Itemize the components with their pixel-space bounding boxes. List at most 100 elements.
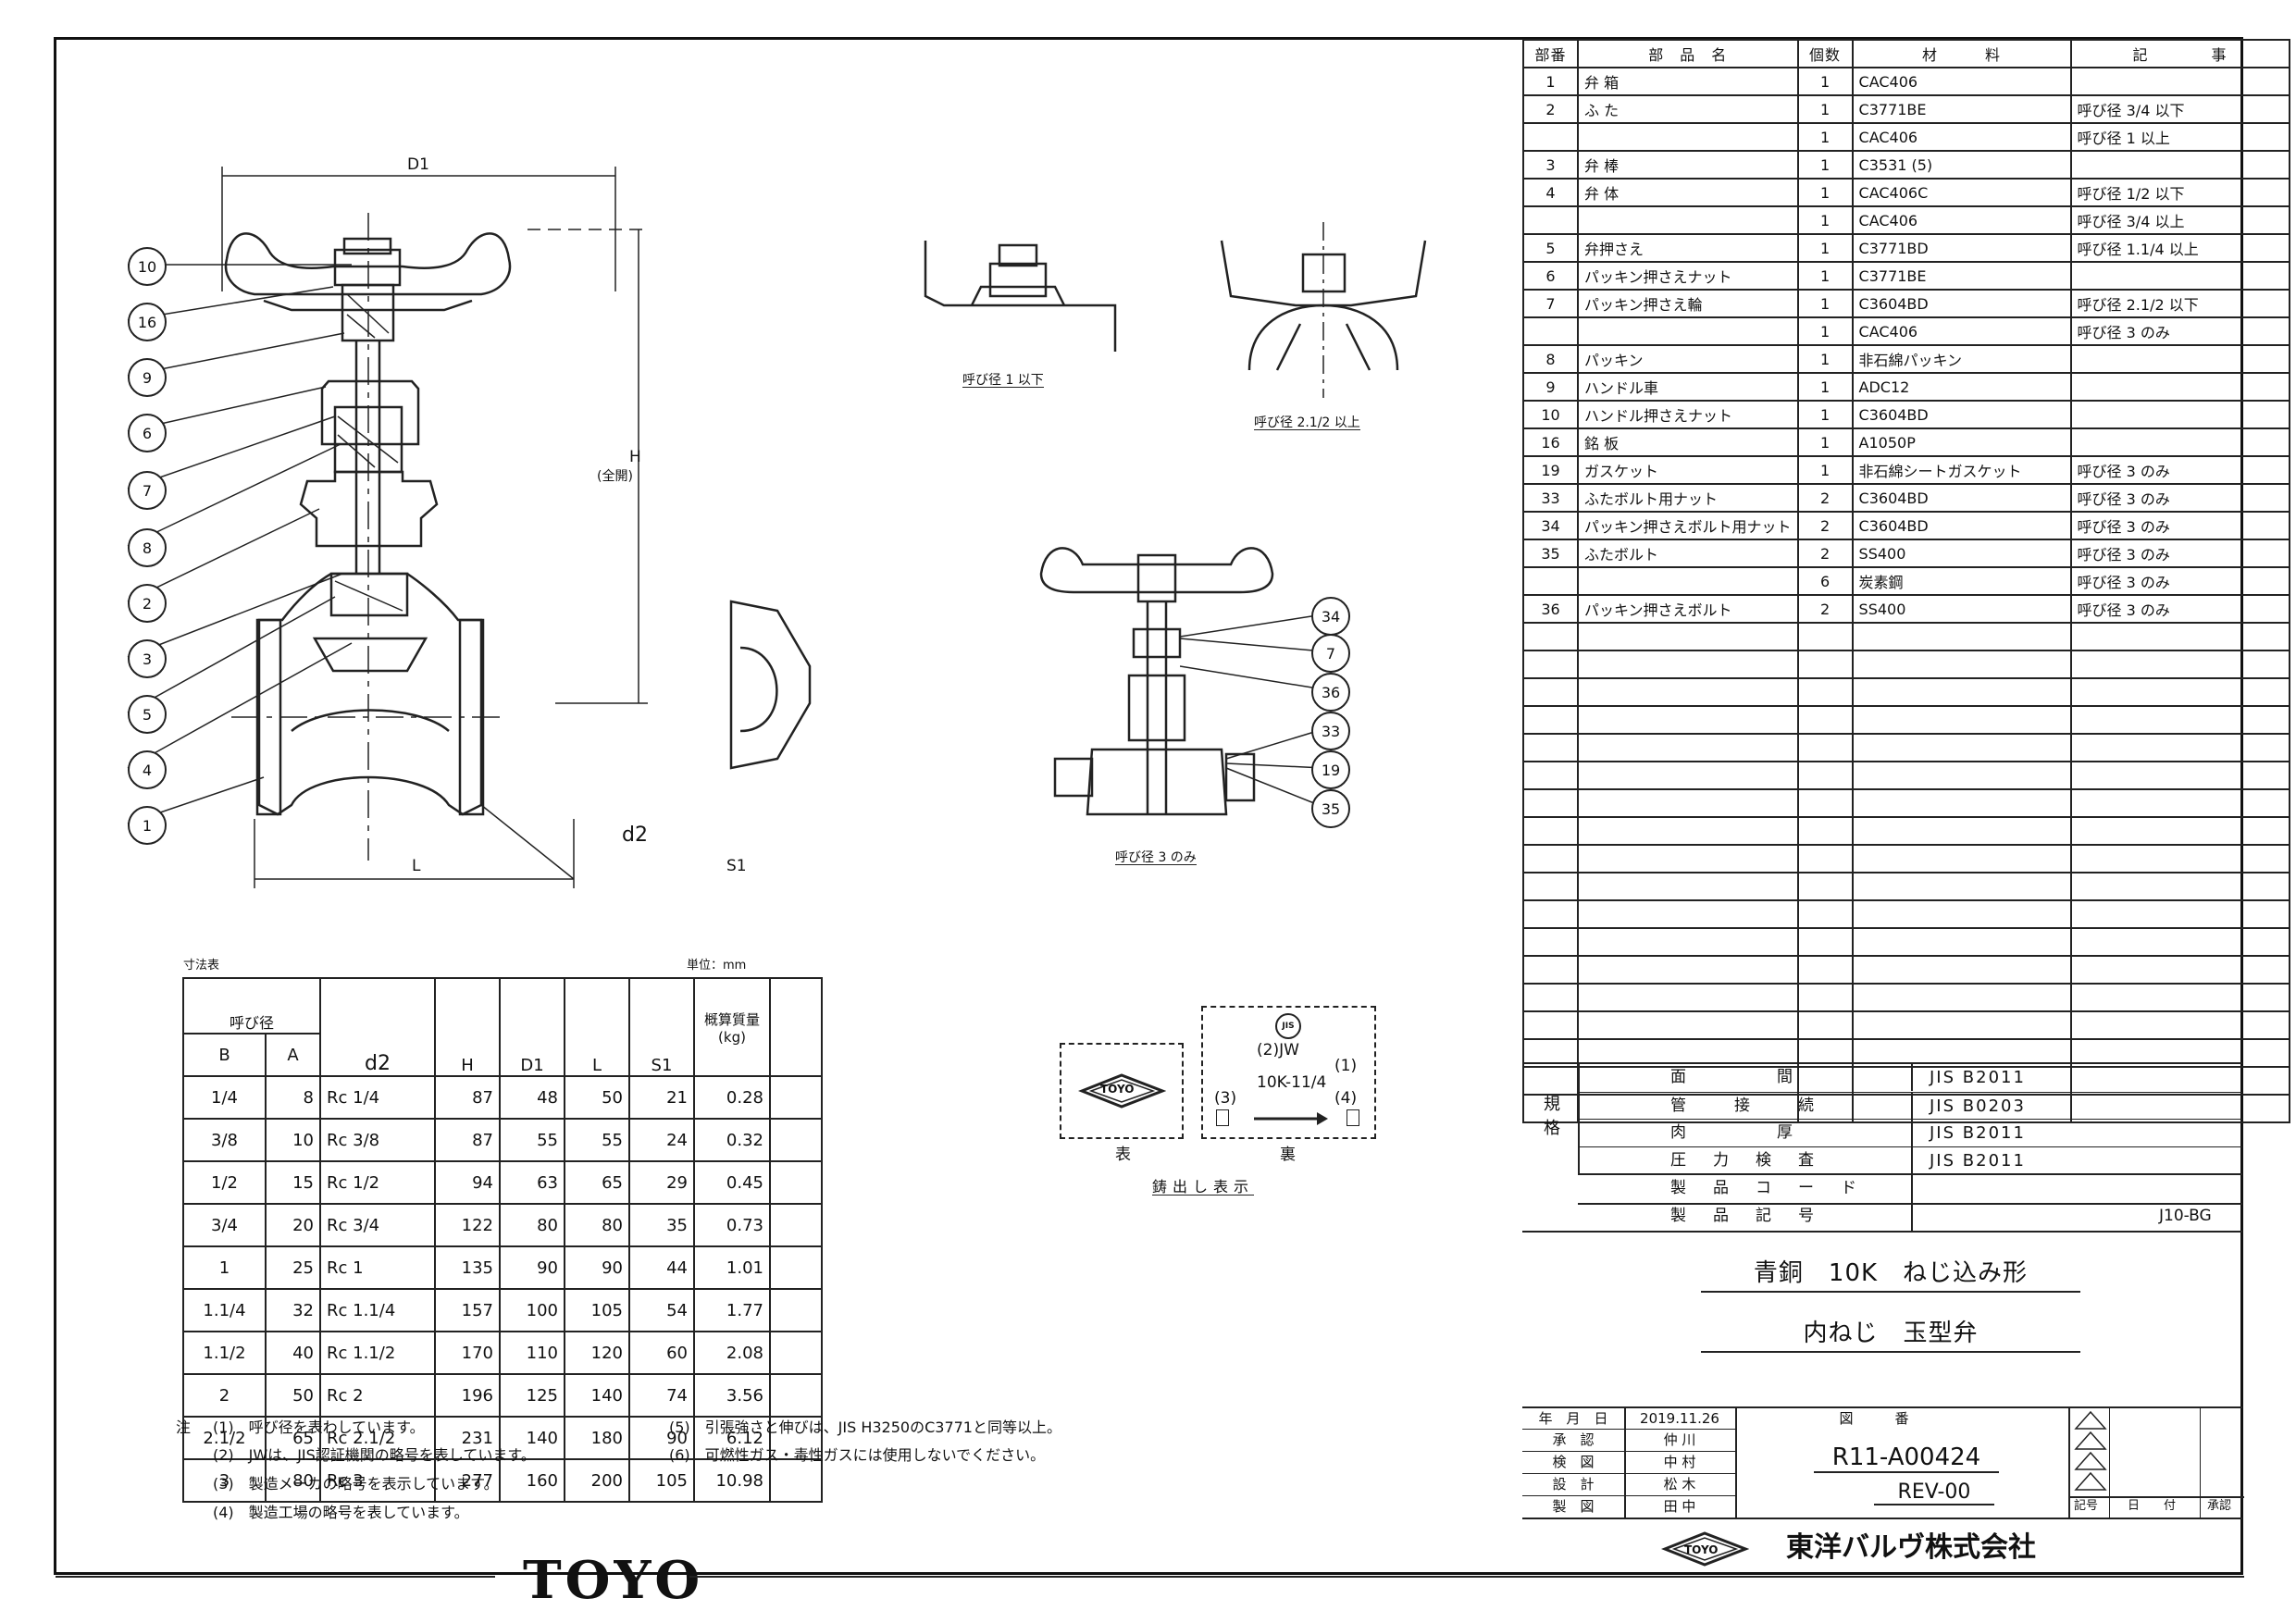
dimension-cell: Rc 3/8 — [319, 1118, 436, 1162]
parts-cell: ADC12 — [1851, 372, 2072, 402]
parts-cell — [1522, 761, 1579, 790]
parts-cell — [1522, 705, 1579, 735]
col-blank — [769, 977, 823, 1077]
parts-cell — [2069, 344, 2290, 374]
revision-header-line — [2070, 1496, 2244, 1498]
dimension-cell: 180 — [564, 1416, 630, 1460]
parts-cell: 9 — [1522, 372, 1579, 402]
dimension-cell: 1/4 — [182, 1075, 267, 1120]
toyo-logo-icon — [1078, 1073, 1166, 1109]
dimension-cell: 40 — [265, 1331, 321, 1375]
balloon-part: 36 — [1311, 673, 1350, 712]
parts-cell — [1796, 677, 1854, 707]
parts-row — [1522, 955, 2290, 985]
dimension-cell: 1.77 — [693, 1288, 771, 1332]
caption-detail-2: 呼び径 2.1/2 以上 — [1254, 415, 1360, 430]
revision: REV-00 — [1874, 1481, 1994, 1505]
parts-cell — [1851, 1066, 2072, 1096]
parts-cell: 呼び径 3 のみ — [2069, 316, 2290, 346]
dimension-cell: 55 — [564, 1118, 630, 1162]
dimension-cell: 15 — [265, 1160, 321, 1205]
col-h: H — [434, 977, 501, 1077]
parts-cell — [2069, 927, 2290, 957]
parts-cell — [2069, 705, 2290, 735]
dimension-cell: 48 — [499, 1075, 565, 1120]
parts-cell: C3771BE — [1851, 261, 2072, 291]
col-qty: 個数 — [1796, 39, 1854, 68]
right-leaders — [1180, 613, 1324, 808]
balloon-part: 5 — [128, 695, 167, 734]
parts-cell: パッキン押さえボルト — [1577, 594, 1799, 624]
product-symbol-label: 製 品 記 号 — [1670, 1207, 1819, 1225]
dimension-cell: 80 — [499, 1203, 565, 1247]
dim-d1-label: D1 — [407, 155, 429, 174]
parts-cell — [2069, 955, 2290, 985]
dimension-cell: Rc 1.1/4 — [319, 1288, 436, 1332]
parts-cell — [2069, 261, 2290, 291]
detail-small-3 — [1039, 547, 1274, 816]
parts-cell: 呼び径 1 以上 — [2069, 122, 2290, 152]
caption-detail-3: 呼び径 3 のみ — [1115, 850, 1197, 865]
parts-cell: 呼び径 3 のみ — [2069, 511, 2290, 540]
standard-value: JIS B2011 — [1930, 1150, 2026, 1171]
col-a: A — [265, 1033, 321, 1077]
parts-cell — [1577, 1094, 1799, 1123]
parts-cell — [1577, 733, 1799, 762]
parts-cell: 呼び径 1.1/4 以上 — [2069, 233, 2290, 263]
parts-cell: ガスケット — [1577, 455, 1799, 485]
note-item: (6) 可燃性ガス・毒性ガスには使用しないでください。 — [669, 1446, 1046, 1464]
parts-cell: 6 — [1796, 566, 1854, 596]
parts-cell: 2 — [1796, 511, 1854, 540]
dimension-cell: 87 — [434, 1118, 501, 1162]
parts-cell — [1577, 622, 1799, 651]
parts-cell — [1851, 816, 2072, 846]
dimension-cell: 3 — [182, 1458, 267, 1503]
parts-cell — [1577, 788, 1799, 818]
dimension-cell — [769, 1203, 823, 1247]
note-item: (2) JWは、JIS認証機関の略号を表しています。 — [213, 1446, 536, 1464]
parts-cell — [1851, 761, 2072, 790]
parts-cell — [1522, 872, 1579, 901]
parts-cell — [1577, 122, 1799, 152]
parts-row — [1522, 844, 2290, 873]
parts-cell — [1522, 650, 1579, 679]
col-part-no: 部番 — [1522, 39, 1579, 68]
col-s1: S1 — [628, 977, 695, 1077]
parts-cell: 銘 板 — [1577, 427, 1799, 457]
parts-cell — [1577, 983, 1799, 1012]
dimension-cell: 32 — [265, 1288, 321, 1332]
parts-cell: CAC406 — [1851, 316, 2072, 346]
marking-box-3 — [1216, 1109, 1229, 1126]
parts-row — [1522, 650, 2290, 679]
marking-front-box: TOYO — [1060, 1043, 1184, 1139]
balloon-part: 7 — [1311, 634, 1350, 673]
dimension-cell: 0.32 — [693, 1118, 771, 1162]
marking-rating: 10K-11/4 — [1257, 1073, 1327, 1092]
balloon-part: 19 — [1311, 750, 1350, 789]
parts-cell — [1577, 899, 1799, 929]
parts-cell: 16 — [1522, 427, 1579, 457]
company-logo-text: TOYO — [1684, 1543, 1719, 1556]
parts-cell — [1796, 816, 1854, 846]
parts-cell: 呼び径 3/4 以下 — [2069, 94, 2290, 124]
dimension-cell: Rc 1 — [319, 1245, 436, 1290]
parts-cell: C3604BD — [1851, 400, 2072, 429]
parts-cell — [1522, 122, 1579, 152]
parts-cell — [1522, 816, 1579, 846]
parts-cell — [1851, 955, 2072, 985]
parts-cell — [1796, 1010, 1854, 1040]
parts-cell: ハンドル車 — [1577, 372, 1799, 402]
parts-cell — [1796, 1094, 1854, 1123]
